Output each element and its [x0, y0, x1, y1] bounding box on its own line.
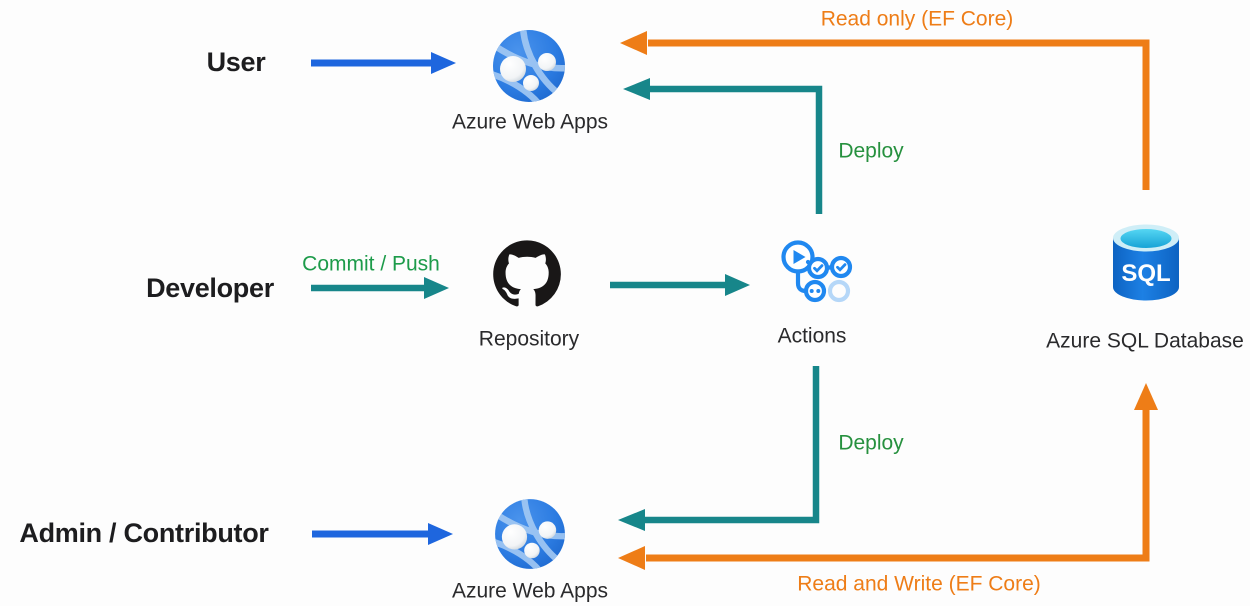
arrow-sql-to-webapp-top [620, 31, 1150, 190]
sql-badge-text: SQL [1121, 260, 1170, 287]
github-icon [493, 240, 561, 307]
user-actor-label: User [206, 47, 266, 78]
arrow-sql-webapp-bottom [618, 383, 1158, 570]
commit-push-edge-label: Commit / Push [302, 252, 440, 276]
sql-node-label: Azure SQL Database [1046, 329, 1244, 353]
arrow-actions-to-webapp-top [623, 78, 823, 214]
webapp-bottom-node-label: Azure Web Apps [451, 579, 609, 603]
actions-node-label: Actions [777, 324, 847, 348]
github-actions-icon [781, 240, 853, 303]
arrow-admin-to-webapp-bottom [312, 523, 453, 545]
arrow-repository-to-actions [610, 274, 750, 296]
read-write-edge-label: Read and Write (EF Core) [797, 572, 1041, 596]
deploy-top-edge-label: Deploy [838, 139, 904, 163]
repository-node-label: Repository [478, 327, 580, 351]
read-only-edge-label: Read only (EF Core) [820, 7, 1014, 31]
webapp-top-node-label: Azure Web Apps [451, 110, 609, 134]
azure-web-apps-icon [491, 28, 569, 104]
azure-sql-database-icon: SQL [1113, 224, 1179, 301]
arrow-actions-to-webapp-bottom [618, 366, 820, 531]
admin-actor-label: Admin / Contributor [19, 518, 269, 549]
azure-web-apps-icon [493, 497, 569, 571]
arrow-developer-to-repository [311, 277, 449, 299]
deploy-bottom-edge-label: Deploy [838, 431, 904, 455]
developer-actor-label: Developer [146, 273, 274, 304]
arrow-user-to-webapp-top [311, 52, 456, 74]
